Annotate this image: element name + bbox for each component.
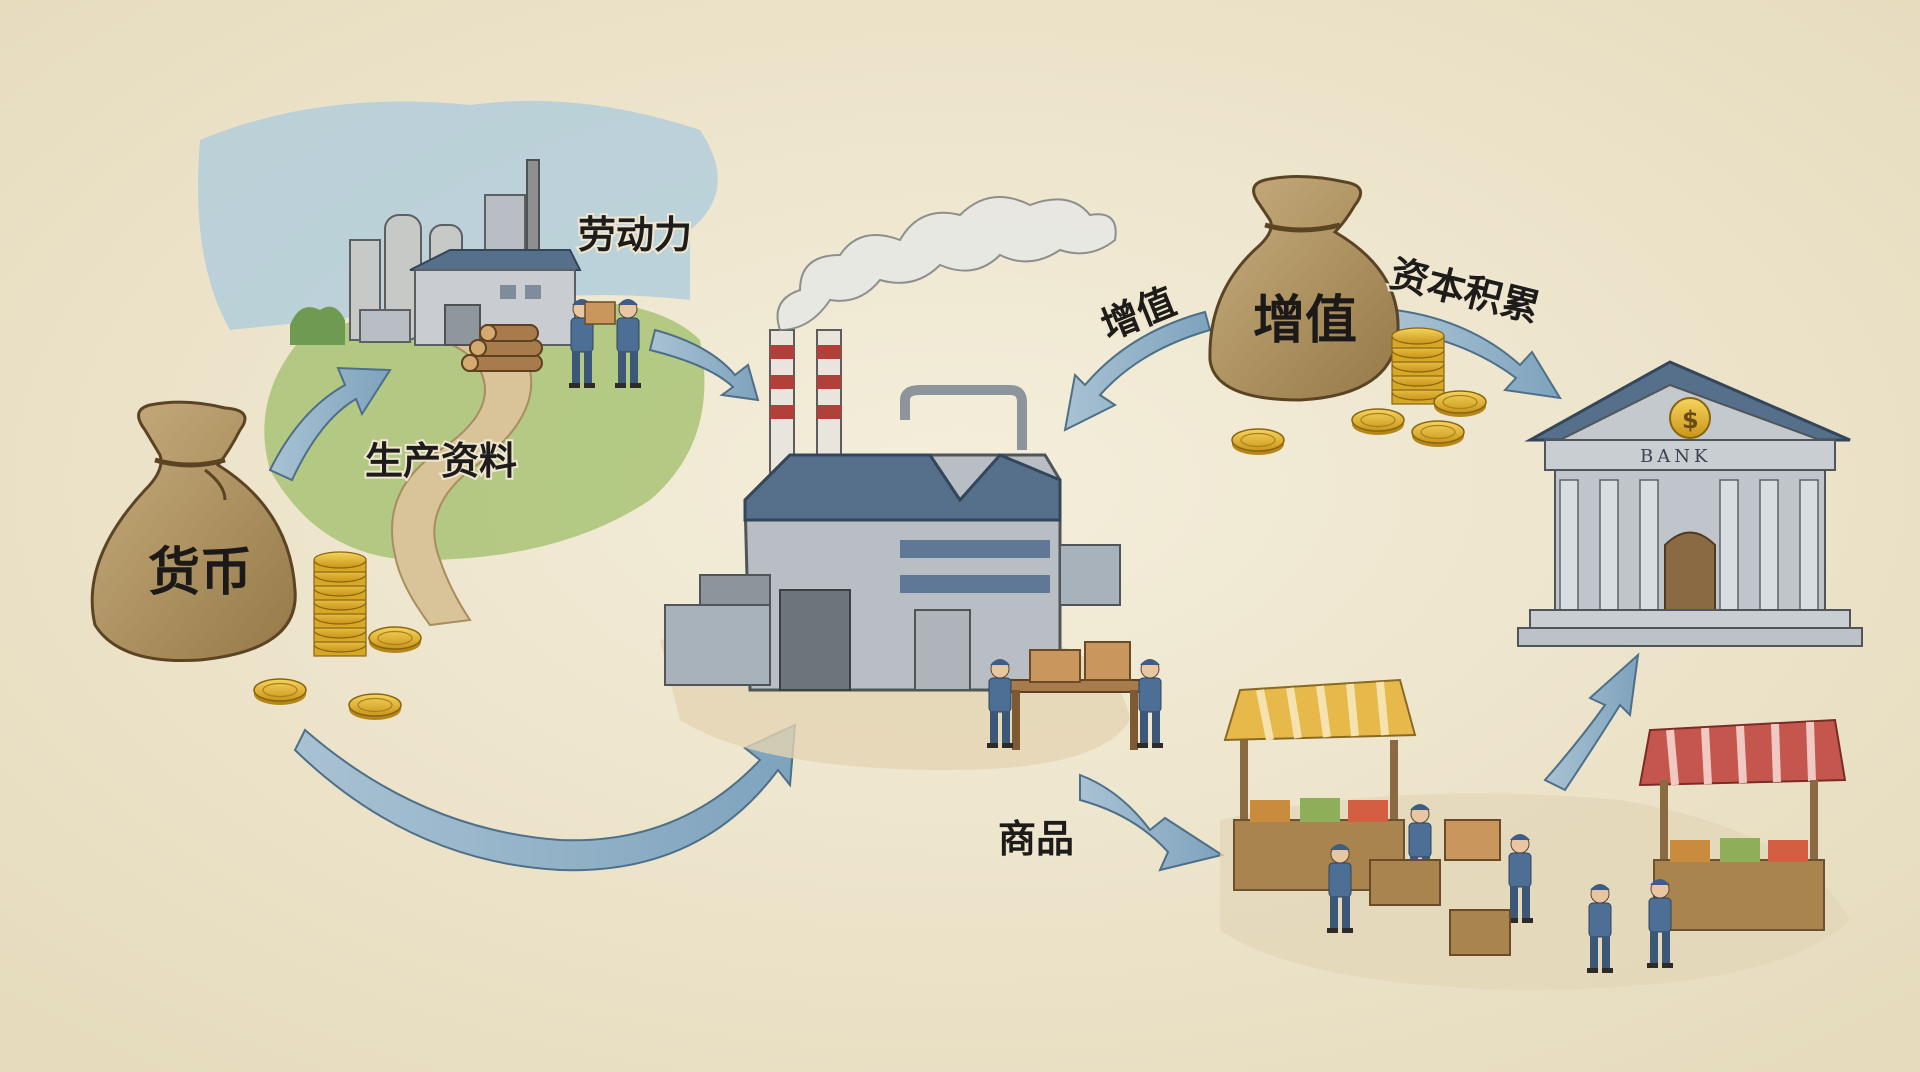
gold-coin-icon bbox=[253, 678, 307, 706]
gold-coin-icon bbox=[348, 693, 402, 721]
log-pile-icon bbox=[461, 324, 543, 372]
crate-icon bbox=[584, 301, 616, 325]
arrow-money-to-factory bbox=[293, 723, 797, 872]
arrow-factory-to-market bbox=[1079, 773, 1225, 872]
label-means-of-production: 生产资料 bbox=[365, 439, 517, 483]
market-icon bbox=[1220, 678, 1850, 990]
arrow-labor-to-factory bbox=[648, 328, 760, 402]
arrow-market-to-bank bbox=[1543, 652, 1640, 792]
market-stall-icon bbox=[1638, 718, 1847, 931]
gold-coin-icon bbox=[1411, 420, 1465, 448]
work-table-icon bbox=[1004, 641, 1146, 750]
landscape bbox=[198, 100, 718, 627]
money-bag-icon bbox=[90, 400, 297, 663]
bank-coin-symbol: $ bbox=[1682, 406, 1699, 434]
gold-coin-icon bbox=[1351, 408, 1405, 436]
label-commodity: 商品 bbox=[998, 817, 1074, 861]
money-bag-icon bbox=[1208, 174, 1400, 402]
smoke-icon bbox=[776, 196, 1117, 332]
arrow-money-to-means bbox=[268, 366, 392, 482]
label-money: 货币 bbox=[148, 543, 252, 603]
bank-icon bbox=[1517, 360, 1863, 647]
bank-sign: BANK bbox=[1640, 446, 1711, 467]
gold-coin-icon bbox=[1433, 390, 1487, 418]
gold-coin-icon bbox=[1231, 428, 1285, 456]
market-stall-icon bbox=[1223, 678, 1417, 891]
coin-stack-icon bbox=[313, 551, 367, 657]
arrow-surplus-to-factory bbox=[1063, 310, 1212, 432]
label-surplus-value: 增值 bbox=[1253, 291, 1357, 351]
coin-stack-icon bbox=[1391, 327, 1445, 405]
label-labor-power: 劳动力 bbox=[578, 213, 692, 257]
gold-coin-icon bbox=[368, 626, 422, 654]
